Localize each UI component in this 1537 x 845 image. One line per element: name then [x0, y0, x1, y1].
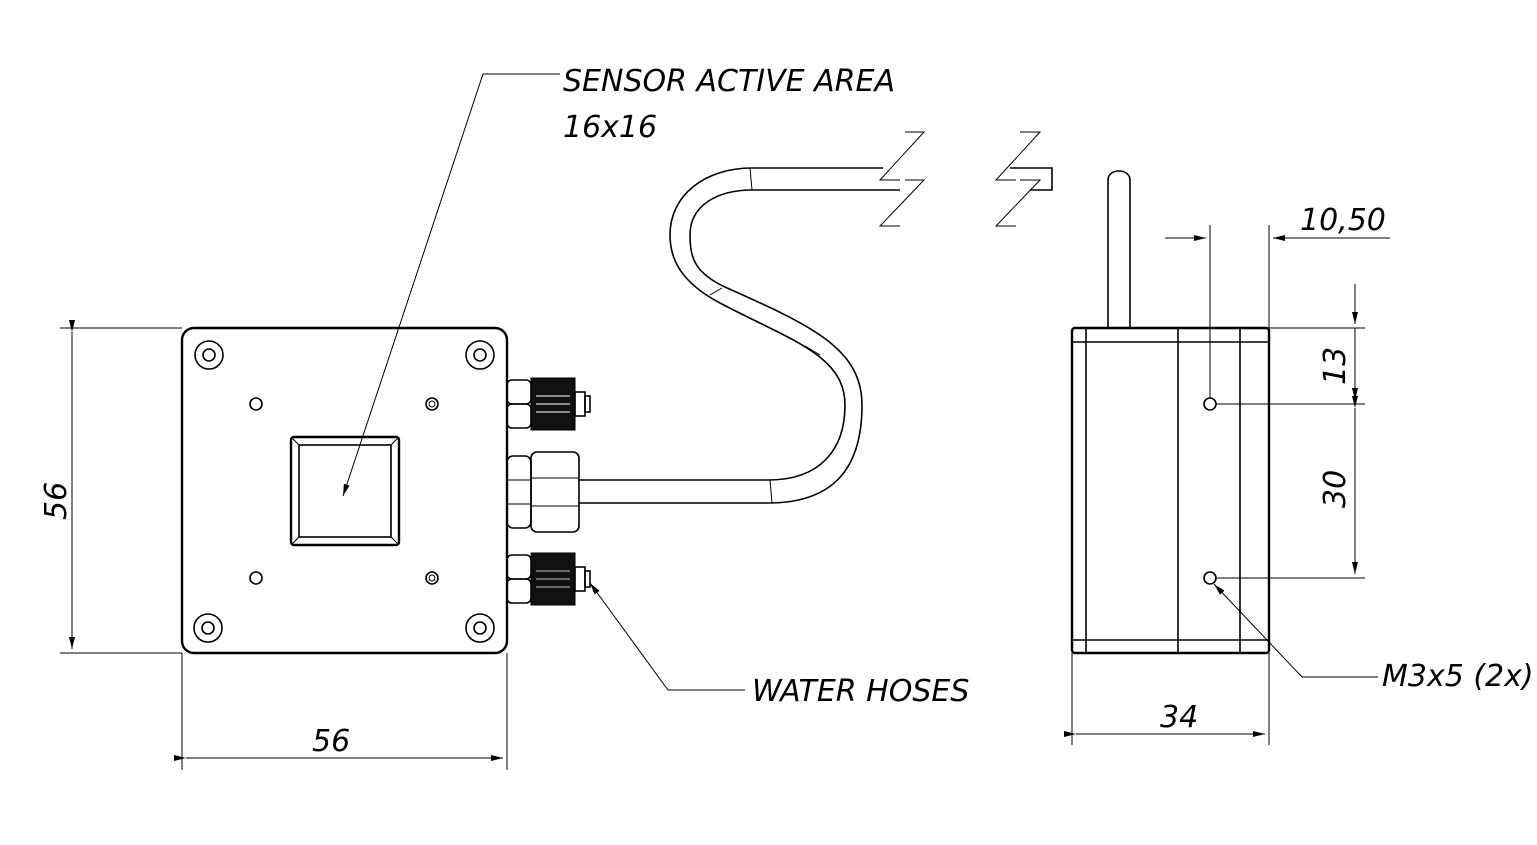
- sensor-area-size-label: 16x16: [563, 110, 657, 145]
- dim-front-width: 56: [312, 724, 350, 759]
- mount-hole: [425, 571, 439, 585]
- corner-screw-tr: [465, 340, 495, 370]
- sensor-window: [289, 435, 401, 547]
- corner-screw-bl: [193, 613, 223, 643]
- mount-hole: [249, 571, 263, 585]
- cable-stub: [1107, 170, 1131, 328]
- thread-spec-label: M3x5 (2x): [1382, 659, 1534, 694]
- mount-hole: [249, 397, 263, 411]
- cable-gland: [506, 451, 580, 533]
- water-hoses-label: WATER HOSES: [752, 674, 969, 709]
- mount-hole: [425, 397, 439, 411]
- dim-front-height: 56: [39, 482, 74, 520]
- dim-hole-offset-x: 10,50: [1300, 203, 1386, 238]
- side-housing: [1070, 326, 1271, 655]
- dim-hole-spacing: 30: [1318, 470, 1353, 508]
- dim-side-depth: 34: [1160, 700, 1198, 735]
- water-fitting-bottom: [506, 552, 591, 606]
- m3-thread-hole: [1203, 397, 1217, 411]
- leader-lines: [342, 73, 1378, 691]
- front-view: [180, 326, 509, 655]
- cable: [579, 131, 1053, 504]
- dim-hole-offset-top: 13: [1318, 347, 1353, 385]
- water-fitting-top: [506, 377, 591, 431]
- side-view: [1070, 170, 1271, 655]
- dimension-lines: [60, 225, 1390, 770]
- sensor-area-label: SENSOR ACTIVE AREA: [563, 64, 895, 99]
- corner-screw-tl: [194, 340, 224, 370]
- m3-thread-hole: [1203, 571, 1217, 585]
- corner-screw-br: [465, 613, 495, 643]
